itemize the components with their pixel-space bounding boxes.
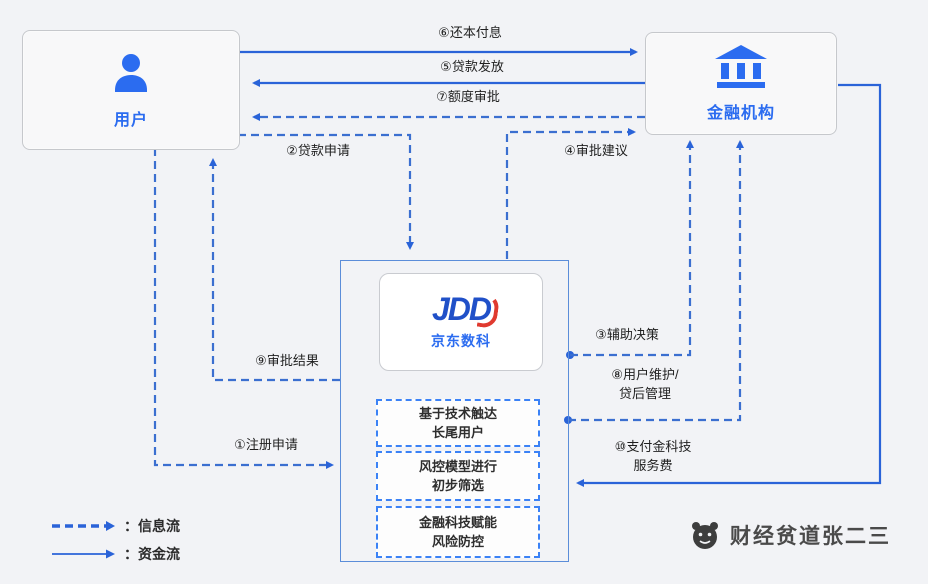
solid-arrow-icon (52, 549, 115, 559)
label-postloan-management: ⑧用户维护/ 贷后管理 (611, 367, 679, 401)
label-register-application: ①注册申请 (234, 437, 298, 452)
legend-item-info-flow: ：信息流 (50, 512, 180, 540)
node-jdd: JDD 京东数科 (379, 273, 543, 371)
panda-logo-icon (692, 522, 718, 549)
jdd-logo-red-swoosh-icon (476, 292, 501, 330)
watermark-text: 财经贫道张二三 (730, 525, 891, 548)
arrow-decision-support (570, 140, 694, 357)
node-user: 用户 (22, 30, 240, 150)
legend-item-capital-flow: ：资金流 (50, 540, 180, 568)
jdd-logo: JDD (431, 291, 501, 330)
arrow-approval-result (209, 158, 340, 382)
legend-info-flow-label: ：信息流 (124, 518, 180, 534)
label-decision-support: ③辅助决策 (595, 327, 659, 342)
node-financial-institution: 金融机构 (645, 32, 837, 135)
label-tech-service-fee: ⑩支付金科技 服务费 (614, 439, 692, 473)
capability-fintech-risk-control: 金融科技赋能 风险防控 (376, 506, 540, 558)
capability-reach-longtail-users: 基于技术触达 长尾用户 (376, 399, 540, 447)
label-repay-principal-interest: ⑥还本付息 (438, 25, 502, 40)
watermark: 财经贫道张二三 (690, 520, 891, 550)
user-label: 用户 (113, 112, 148, 129)
jdd-container: JDD 京东数科 基于技术触达 长尾用户 风控模型进行 初步筛选 金融科技赋能 … (340, 260, 569, 562)
legend: ：信息流 ：资金流 (50, 512, 180, 568)
legend-capital-flow-label: ：资金流 (124, 546, 180, 562)
financial-institution-label: 金融机构 (706, 104, 775, 122)
jdd-label: 京东数科 (431, 333, 491, 349)
capability-risk-model-screening: 风控模型进行 初步筛选 (376, 451, 540, 501)
label-loan-application: ②贷款申请 (286, 143, 350, 158)
label-approval-suggestion: ④审批建议 (564, 143, 628, 158)
jdd-logo-text: JDD (431, 291, 492, 327)
dashed-arrow-icon (52, 521, 115, 531)
label-credit-line-approval: ⑦额度审批 (436, 89, 500, 104)
bank-icon (713, 44, 769, 89)
arrow-register-application (153, 148, 334, 469)
person-icon (108, 50, 154, 96)
label-loan-disbursement: ⑤贷款发放 (440, 59, 504, 74)
label-approval-result: ⑨审批结果 (255, 353, 319, 368)
